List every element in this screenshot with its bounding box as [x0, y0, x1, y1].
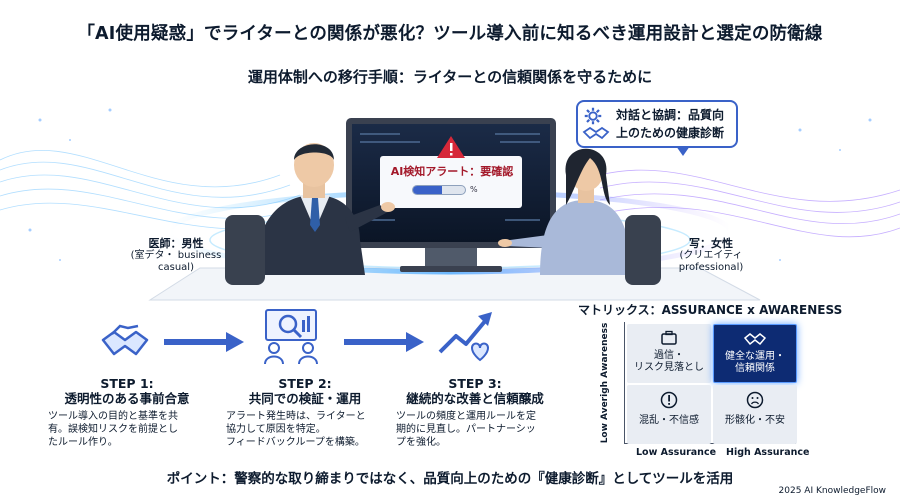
chair-right [625, 215, 661, 285]
key-point: ポイント：警察的な取り締まりではなく、品質向上のための『健康診断』としてツールを… [166, 471, 734, 487]
cell-text: リスク見落とし [634, 362, 704, 373]
matrix-title: マトリックス：ASSURANCE x AWARENESS [578, 303, 843, 317]
y-axis-text: Low Averigh Awareness [600, 322, 610, 444]
step-1-title: STEP 1: [100, 376, 154, 391]
wave-lines-left [0, 150, 321, 230]
step-1-desc-line: たルール作り。 [48, 437, 118, 448]
progress-fill [413, 186, 442, 194]
handshake-icon [101, 324, 149, 356]
matrix-cell-top-left: 過信・ リスク見落とし [627, 324, 711, 383]
step-3-desc-line: プを強化。 [396, 437, 446, 448]
bubble-line-1: 対話と協調：品質向 [616, 108, 725, 122]
step-2-desc-line: アラート発生時は、ライターと [226, 411, 366, 422]
arrow-right-icon [164, 332, 244, 352]
step-3-title: STEP 3: [448, 376, 502, 391]
matrix-cell-bottom-left: 混乱・不信感 [627, 385, 711, 444]
progress-label: % [470, 185, 478, 194]
gear-icon [584, 107, 602, 125]
wave-lines-right [599, 169, 900, 238]
assurance-awareness-matrix: 過信・ リスク見落とし 健全な運用・ 信頼関係 混乱・不信感 形骸化・不安 [624, 322, 797, 444]
sad-face-icon [746, 391, 764, 409]
people-search-icon [264, 309, 318, 365]
left-person-line-2: (室デタ・ business [130, 250, 222, 261]
right-person-name: 写：女性 [689, 237, 733, 250]
step-2-subtitle: 共同での検証・運用 [248, 391, 362, 406]
left-person-label: 医師：男性 (室デタ・ business casual) [126, 238, 226, 274]
left-person-name: 医師：男性 [148, 237, 204, 250]
cell-text: 健全な運用・ [725, 351, 785, 362]
speech-bubble: 対話と協調：品質向 上のための健康診断 [576, 100, 738, 148]
handshake-icon [744, 333, 766, 346]
briefcase-icon [661, 330, 677, 345]
right-person-label: 写：女性 (クリエイティ professional) [666, 238, 756, 274]
alert-triangle-icon [437, 136, 465, 158]
step-3-subtitle: 継続的な改善と信頼醸成 [406, 391, 544, 406]
matrix-cell-top-right: 健全な運用・ 信頼関係 [713, 324, 797, 383]
woman-illustration [498, 148, 632, 275]
bubble-line-2: 上のための健康診断 [616, 126, 725, 140]
matrix-x-high-label: High Assurance [726, 447, 810, 458]
chair-left [225, 215, 265, 285]
step-1-desc-line: 有。誤検知リスクを前提とし [48, 424, 178, 435]
credit: 2025 AI KnowledgeFlow [778, 486, 886, 496]
matrix-cell-bottom-right: 形骸化・不安 [713, 385, 797, 444]
matrix-x-low-label: Low Assurance [636, 447, 717, 458]
warning-circle-icon [660, 391, 678, 409]
bubble-text: 対話と協調：品質向 上のための健康診断 [616, 106, 736, 142]
step-2-desc-line: フィードバックループを構築。 [226, 437, 365, 448]
step-2-desc: アラート発生時は、ライターと 協力して原因を特定。 フィードバックループを構築。 [226, 410, 384, 449]
step-2-title: STEP 2: [278, 376, 332, 391]
step-1-desc: ツール導入の目的と基準を共 有。誤検知リスクを前提とし たルール作り。 [48, 410, 206, 449]
cell-text: 混乱・不信感 [639, 415, 699, 426]
page-title: 「AI使用疑惑」でライターとの関係が悪化？ツール導入前に知るべき運用設計と選定の… [77, 24, 823, 44]
left-person-line-3: casual) [158, 262, 194, 273]
page-subtitle: 運用体制への移行手順：ライターとの信頼関係を守るために [247, 68, 653, 86]
cell-text: 信頼関係 [735, 363, 775, 374]
man-illustration [255, 143, 395, 275]
monitor-progress-bar [412, 185, 466, 195]
step-1-desc-line: ツール導入の目的と基準を共 [48, 411, 178, 422]
monitor-alert-text: AI検知アラート：要確認 [390, 165, 514, 178]
growth-heart-icon [438, 312, 492, 362]
handshake-icon [582, 126, 610, 140]
step-1-subtitle: 透明性のある事前合意 [64, 391, 190, 406]
cell-text: 過信・ [654, 350, 684, 361]
step-3-desc: ツールの頻度と運用ルールを定 期的に見直し。パートナーシッ プを強化。 [396, 410, 554, 449]
step-1: STEP 1: 透明性のある事前合意 ツール導入の目的と基準を共 有。誤検知リス… [48, 376, 206, 449]
matrix-y-axis-label: Low Averigh Awareness [596, 322, 614, 444]
step-3: STEP 3: 継続的な改善と信頼醸成 ツールの頻度と運用ルールを定 期的に見直… [396, 376, 554, 449]
bubble-tail [676, 146, 690, 156]
step-3-desc-line: ツールの頻度と運用ルールを定 [396, 411, 536, 422]
step-2-desc-line: 協力して原因を特定。 [226, 424, 326, 435]
step-3-desc-line: 期的に見直し。パートナーシッ [396, 424, 536, 435]
cell-text: 形骸化・不安 [725, 415, 785, 426]
right-person-line-3: professional) [678, 262, 744, 273]
arrow-right-icon [344, 332, 424, 352]
step-2: STEP 2: 共同での検証・運用 アラート発生時は、ライターと 協力して原因を… [226, 376, 384, 449]
right-person-line-2: (クリエイティ [679, 250, 743, 261]
particle-dots [28, 108, 872, 261]
